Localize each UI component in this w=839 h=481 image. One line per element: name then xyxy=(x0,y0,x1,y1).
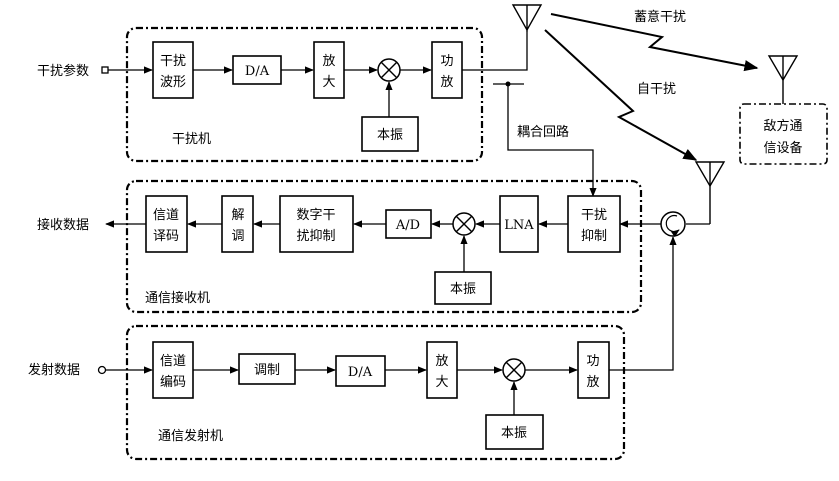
rx-lna-box xyxy=(499,195,539,253)
jam-params-port xyxy=(101,66,109,74)
tx-encode-text-2: 编码 xyxy=(160,375,186,390)
jam-amp-text-2: 大 xyxy=(322,75,335,90)
rx-demod-text-2: 调 xyxy=(231,229,244,244)
tx-mixer-symbol xyxy=(502,358,526,382)
coupling-loop-label: 耦合回路 xyxy=(517,124,569,140)
jam-waveform-text-2: 波形 xyxy=(160,75,186,90)
rx-lo-text: 本振 xyxy=(450,282,476,297)
transmit-data-port xyxy=(97,365,107,375)
intentional-jamming-label: 蓄意干扰 xyxy=(634,9,686,25)
self-jamming-label: 自干扰 xyxy=(637,82,676,97)
intentional-jamming-bolt xyxy=(550,13,759,72)
jammer-group-label: 干扰机 xyxy=(172,132,211,147)
rx-lo-box xyxy=(434,271,492,305)
tx-pa-text-1: 功 xyxy=(586,354,599,369)
rx-demod-text-1: 解 xyxy=(231,208,244,223)
tx-amp-text-1: 放 xyxy=(435,354,448,369)
tx-encode-text-1: 信道 xyxy=(160,354,186,369)
tx-mod-text: 调制 xyxy=(254,363,280,378)
jam-pa-text-1: 功 xyxy=(440,54,453,69)
receiver-group-label: 通信接收机 xyxy=(145,290,210,306)
tx-lo-text: 本振 xyxy=(501,426,527,441)
rx-decode-text-1: 信道 xyxy=(153,208,179,223)
transmitter-group-label: 通信发射机 xyxy=(158,428,223,444)
jam-waveform-box xyxy=(152,41,194,99)
tx-amp-text-2: 大 xyxy=(435,375,448,390)
enemy-device-text-2: 信设备 xyxy=(763,140,802,156)
comm-antenna-icon xyxy=(694,161,726,224)
jammer-group-frame xyxy=(125,26,484,163)
transmit-data-label: 发射数据 xyxy=(28,362,80,378)
rx-decode-box xyxy=(145,195,188,253)
tx-dac-text: D/A xyxy=(348,365,373,380)
received-data-label: 接收数据 xyxy=(37,217,89,233)
receiver-group-frame xyxy=(125,179,643,314)
jam-lo-text: 本振 xyxy=(377,128,403,143)
rx-digital-text-1: 数字干 xyxy=(296,208,335,223)
jam-dac-text: D/A xyxy=(245,64,270,79)
enemy-device-text-1: 敌方通 xyxy=(763,118,802,134)
circulator-symbol xyxy=(660,211,686,238)
jam-dac-box xyxy=(232,55,282,85)
jam-waveform-text-1: 干扰 xyxy=(160,54,186,69)
jam-pa-text-2: 放 xyxy=(440,75,453,90)
jam-pa-box xyxy=(431,41,463,99)
rx-lna-text: LNA xyxy=(504,218,534,233)
enemy-antenna-icon xyxy=(767,55,799,104)
rx-decode-text-2: 译码 xyxy=(153,229,179,244)
rx-cancel-text-2: 抑制 xyxy=(581,229,607,244)
rx-adc-text: A/D xyxy=(395,218,420,233)
jam-amp-box xyxy=(313,41,345,99)
jam-params-label: 干扰参数 xyxy=(37,63,89,79)
rx-digital-box xyxy=(279,195,354,253)
tx-encode-box xyxy=(152,341,194,399)
tx-pa-text-2: 放 xyxy=(586,375,599,390)
rx-mixer-symbol xyxy=(452,212,476,236)
rx-digital-text-2: 扰抑制 xyxy=(296,229,335,244)
jammer-antenna-icon xyxy=(511,4,543,32)
transmitter-group-frame xyxy=(125,324,626,461)
rx-cancel-box xyxy=(567,195,621,253)
jam-mixer-symbol xyxy=(377,58,401,82)
self-jamming-bolt xyxy=(544,29,698,161)
rx-cancel-text-1: 干扰 xyxy=(581,208,607,223)
enemy-device-box xyxy=(739,103,828,165)
tx-mod-box xyxy=(238,353,296,385)
tx-dac-box xyxy=(335,355,386,387)
jam-amp-text-1: 放 xyxy=(322,54,335,69)
jam-lo-box xyxy=(361,116,419,152)
tx-amp-box xyxy=(426,341,458,399)
